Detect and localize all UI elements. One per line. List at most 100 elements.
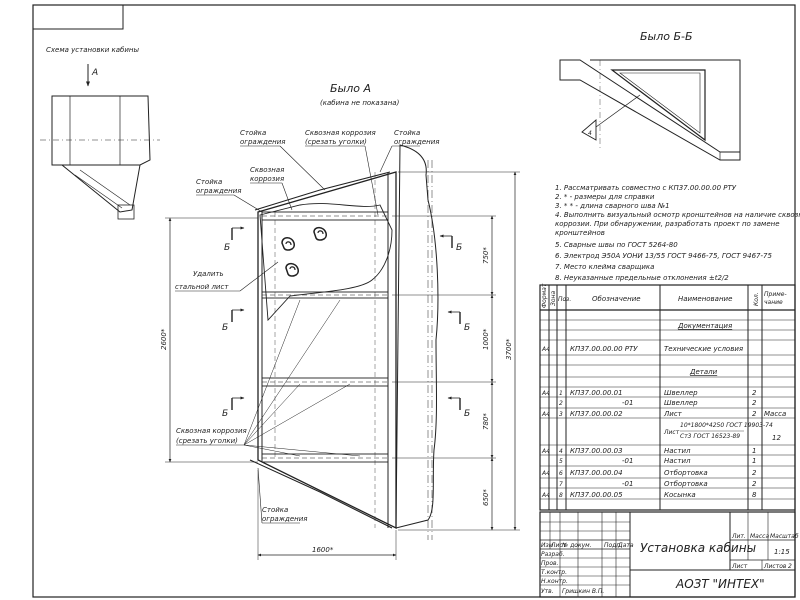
svg-text:8. Неуказанные предельные откл: 8. Неуказанные предельные отклонения ±t2… [555,274,729,282]
svg-text:кронштейнов: кронштейнов [555,229,605,237]
svg-text:Пров.: Пров. [541,560,559,567]
svg-text:Масштаб: Масштаб [770,533,799,540]
svg-text:6: 6 [559,470,563,477]
svg-text:Кол.: Кол. [753,292,760,306]
drawing-title: Установка кабины [640,541,756,555]
svg-text:Обозначение: Обозначение [592,295,641,303]
svg-text:Зона: Зона [550,291,557,306]
svg-text:Поз.: Поз. [558,296,571,303]
svg-text:коррозия: коррозия [250,175,284,183]
specification-table: Формат Зона Поз. Обозначение Наименовани… [539,283,796,511]
svg-text:Косынка: Косынка [664,491,696,499]
title-block: Изм Лист № докум. Подп. Дата Разраб. Про… [539,511,799,598]
svg-text:КП37.00.00.02: КП37.00.00.02 [570,410,623,418]
section-bb: Было Б-Б 4 [559,30,741,161]
svg-text:2: 2 [752,469,757,477]
svg-text:Технические условия: Технические условия [664,345,743,353]
svg-text:1. Рассматривать совместно с К: 1. Рассматривать совместно с КП37.00.00.… [555,184,737,192]
svg-text:стальной лист: стальной лист [175,283,229,291]
svg-text:Лист: Лист [550,542,567,549]
svg-text:7. Место клейма сварщика: 7. Место клейма сварщика [555,263,654,271]
svg-text:Настил: Настил [664,457,691,465]
stamp-box [32,4,124,30]
svg-text:6. Электрод Э50А УОНИ 13/55 ГО: 6. Электрод Э50А УОНИ 13/55 ГОСТ 9466-75… [555,252,772,260]
svg-text:Изм: Изм [541,542,554,549]
svg-text:5: 5 [559,458,563,465]
svg-text:Отбортовка: Отбортовка [664,469,708,477]
svg-text:3: 3 [559,411,563,418]
svg-text:1: 1 [559,390,563,397]
view-a: Было А (кабина не показана) [249,82,439,540]
svg-text:-01: -01 [622,457,633,465]
svg-text:1600*: 1600* [312,546,334,554]
svg-text:Стойка: Стойка [240,129,266,137]
svg-text:Т.контр.: Т.контр. [541,569,567,576]
scheme-title: Схема установки кабины [46,46,139,54]
svg-text:Б: Б [464,409,470,419]
svg-text:7: 7 [559,481,563,488]
svg-text:2: 2 [559,400,563,407]
svg-text:Стойка: Стойка [394,129,420,137]
svg-text:750*: 750* [482,247,490,264]
svg-text:Б: Б [456,243,462,253]
svg-text:Б: Б [224,243,230,253]
technical-notes: 1. Рассматривать совместно с КП37.00.00.… [555,184,800,282]
svg-text:Разраб.: Разраб. [541,551,565,558]
svg-text:3. * * - длина сварного шва №1: 3. * * - длина сварного шва №1 [555,202,670,210]
svg-text:2600*: 2600* [160,328,168,350]
svg-text:2: 2 [752,410,757,418]
callouts: Стойка ограждения Сквозная коррозия (сре… [175,129,439,524]
svg-text:4. Выполнить визуальный осмотр: 4. Выполнить визуальный осмотр кронштейн… [555,211,800,219]
svg-text:-01: -01 [622,480,633,488]
svg-text:1000*: 1000* [482,328,490,350]
svg-text:Б: Б [464,323,470,333]
svg-text:Масса: Масса [750,533,769,540]
svg-text:2. * - размеры для справки: 2. * - размеры для справки [555,193,655,201]
svg-text:КП37.00.00.05: КП37.00.00.05 [570,491,623,499]
svg-text:2: 2 [788,563,792,570]
svg-text:(срезать уголки): (срезать уголки) [176,437,238,445]
svg-text:Наименование: Наименование [678,295,732,303]
svg-text:коррозии. При обнаружении, раз: коррозии. При обнаружении, разработать п… [555,220,780,228]
scheme-arrow-label: А [91,68,98,78]
svg-text:ограждения: ограждения [394,138,439,146]
svg-text:Удалить: Удалить [193,270,224,278]
svg-text:А4: А4 [541,390,550,397]
svg-text:Б: Б [222,409,228,419]
svg-text:8: 8 [752,491,757,499]
svg-text:Гришкин В.П.: Гришкин В.П. [562,588,604,595]
svg-text:КП37.00.00.01: КП37.00.00.01 [570,389,623,397]
svg-text:Листов: Листов [763,563,787,570]
svg-text:Лист: Лист [731,563,748,570]
svg-text:780*: 780* [482,413,490,430]
svg-text:Масса: Масса [764,410,786,418]
svg-text:Утв.: Утв. [541,588,554,595]
svg-text:8: 8 [559,492,563,499]
drawing-scale: 1:15 [774,548,790,556]
svg-text:КП37.00.00.00 РТУ: КП37.00.00.00 РТУ [570,345,638,353]
svg-text:2: 2 [752,389,757,397]
svg-text:(срезать уголки): (срезать уголки) [305,138,367,146]
svg-text:А4: А4 [541,346,550,353]
svg-text:Отбортовка: Отбортовка [664,480,708,488]
svg-text:ограждения: ограждения [240,138,285,146]
svg-text:А4: А4 [541,492,550,499]
svg-text:2: 2 [752,480,757,488]
svg-text:Лит.: Лит. [731,533,746,540]
svg-text:1: 1 [752,457,756,465]
svg-text:12: 12 [772,434,781,442]
svg-text:3700*: 3700* [505,338,513,360]
svg-text:ограждения: ограждения [262,515,307,523]
svg-text:Ст3 ГОСТ 16523-89: Ст3 ГОСТ 16523-89 [680,433,740,440]
svg-text:чание: чание [764,299,783,306]
svg-text:Сквозная коррозия: Сквозная коррозия [176,427,247,435]
svg-text:Сквозная коррозия: Сквозная коррозия [305,129,376,137]
svg-text:А4: А4 [541,448,550,455]
svg-text:Стойка: Стойка [262,506,288,514]
svg-text:А4: А4 [541,470,550,477]
svg-text:ограждения: ограждения [196,187,241,195]
dimensions: 2600* 750* 1000* 780* 650* 3700* 1600* [160,171,520,560]
svg-text:Н.контр.: Н.контр. [541,578,568,585]
svg-text:Стойка: Стойка [196,178,222,186]
